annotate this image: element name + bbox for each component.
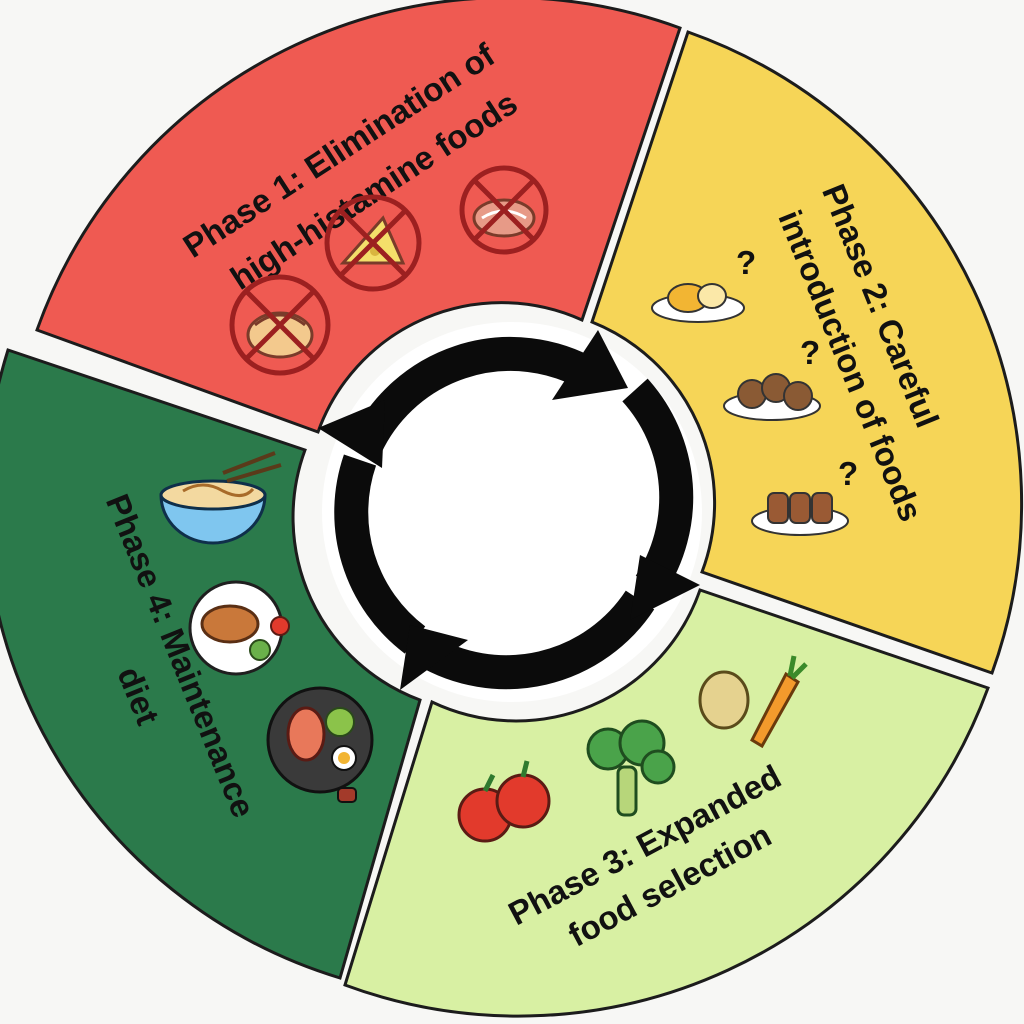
- noodle-bowl-icon: [159, 451, 282, 545]
- grill-pan-icon: [266, 686, 374, 803]
- arrow-head-left: [318, 400, 385, 468]
- question-mark: ?: [800, 334, 820, 371]
- egg-with-question-icon: ?: [651, 244, 756, 323]
- arrow-head-right: [630, 555, 700, 620]
- question-mark: ?: [838, 455, 858, 492]
- potato-and-carrot-icon: [698, 655, 808, 749]
- question-mark: ?: [736, 244, 756, 281]
- cycle-arrow-bottom: [416, 590, 655, 690]
- arrow-head-top: [552, 330, 628, 400]
- crossed-out-cheese-icon: [324, 194, 422, 292]
- broccoli-icon: [586, 719, 676, 817]
- phase-3-segment: [343, 588, 990, 1018]
- nuts-with-question-icon: ?: [723, 334, 821, 421]
- phase-1-segment: [35, 0, 682, 434]
- crossed-out-pasta-icon: [229, 274, 331, 376]
- tomatoes-icon: [457, 760, 551, 843]
- cycle-arrow-right: [622, 378, 694, 595]
- cycle-arrow-left: [334, 454, 426, 654]
- arrow-head-bottom: [400, 625, 468, 690]
- chicken-plate-icon: [188, 580, 290, 676]
- crossed-out-cured-meat-icon: [459, 165, 549, 255]
- fruits-with-question-icon: ?: [751, 455, 858, 536]
- phase-2-segment: [590, 30, 1024, 675]
- center-disc: [322, 322, 702, 702]
- arrow-heads: [318, 330, 700, 690]
